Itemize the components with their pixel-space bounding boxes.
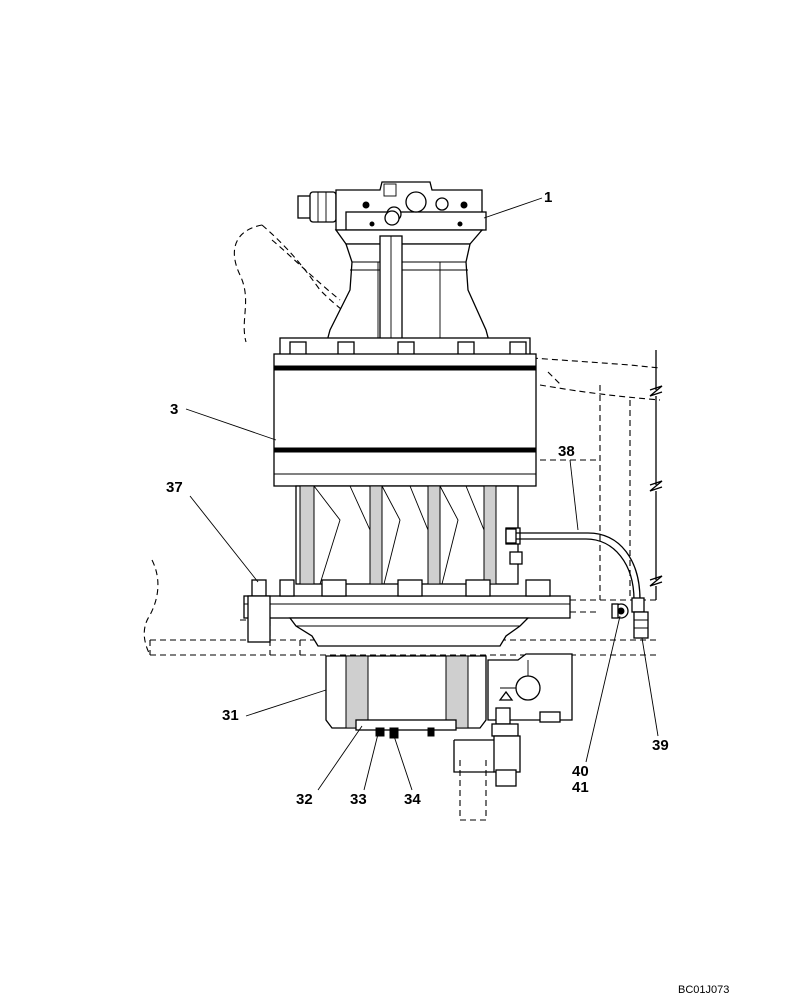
control-valve-block (297, 181, 487, 245)
top-flange-bolts (279, 337, 531, 357)
reducer-housing (273, 353, 537, 487)
callout-33: 33 (350, 791, 367, 808)
callouts: 1 3 37 38 31 32 33 34 40 41 39 (166, 189, 669, 808)
motor-housing (325, 210, 491, 346)
grease-hose (505, 528, 649, 639)
callout-39: 39 (652, 737, 669, 754)
drawing-reference: BC01J073 (678, 984, 729, 996)
callout-37: 37 (166, 479, 183, 496)
callout-31: 31 (222, 707, 239, 724)
leader-lines (185, 197, 659, 791)
callout-40: 40 (572, 763, 589, 780)
callout-34: 34 (404, 791, 421, 808)
pinion-housing (325, 655, 487, 739)
callout-41: 41 (572, 779, 589, 796)
callout-32: 32 (296, 791, 313, 808)
callout-3: 3 (170, 401, 178, 418)
callout-1: 1 (544, 189, 552, 206)
callout-38: 38 (558, 443, 575, 460)
grease-pump-assembly (453, 653, 573, 787)
mounting-flange (243, 579, 571, 647)
frame-break-line (649, 350, 663, 600)
reducer-lower-legs (295, 485, 523, 585)
